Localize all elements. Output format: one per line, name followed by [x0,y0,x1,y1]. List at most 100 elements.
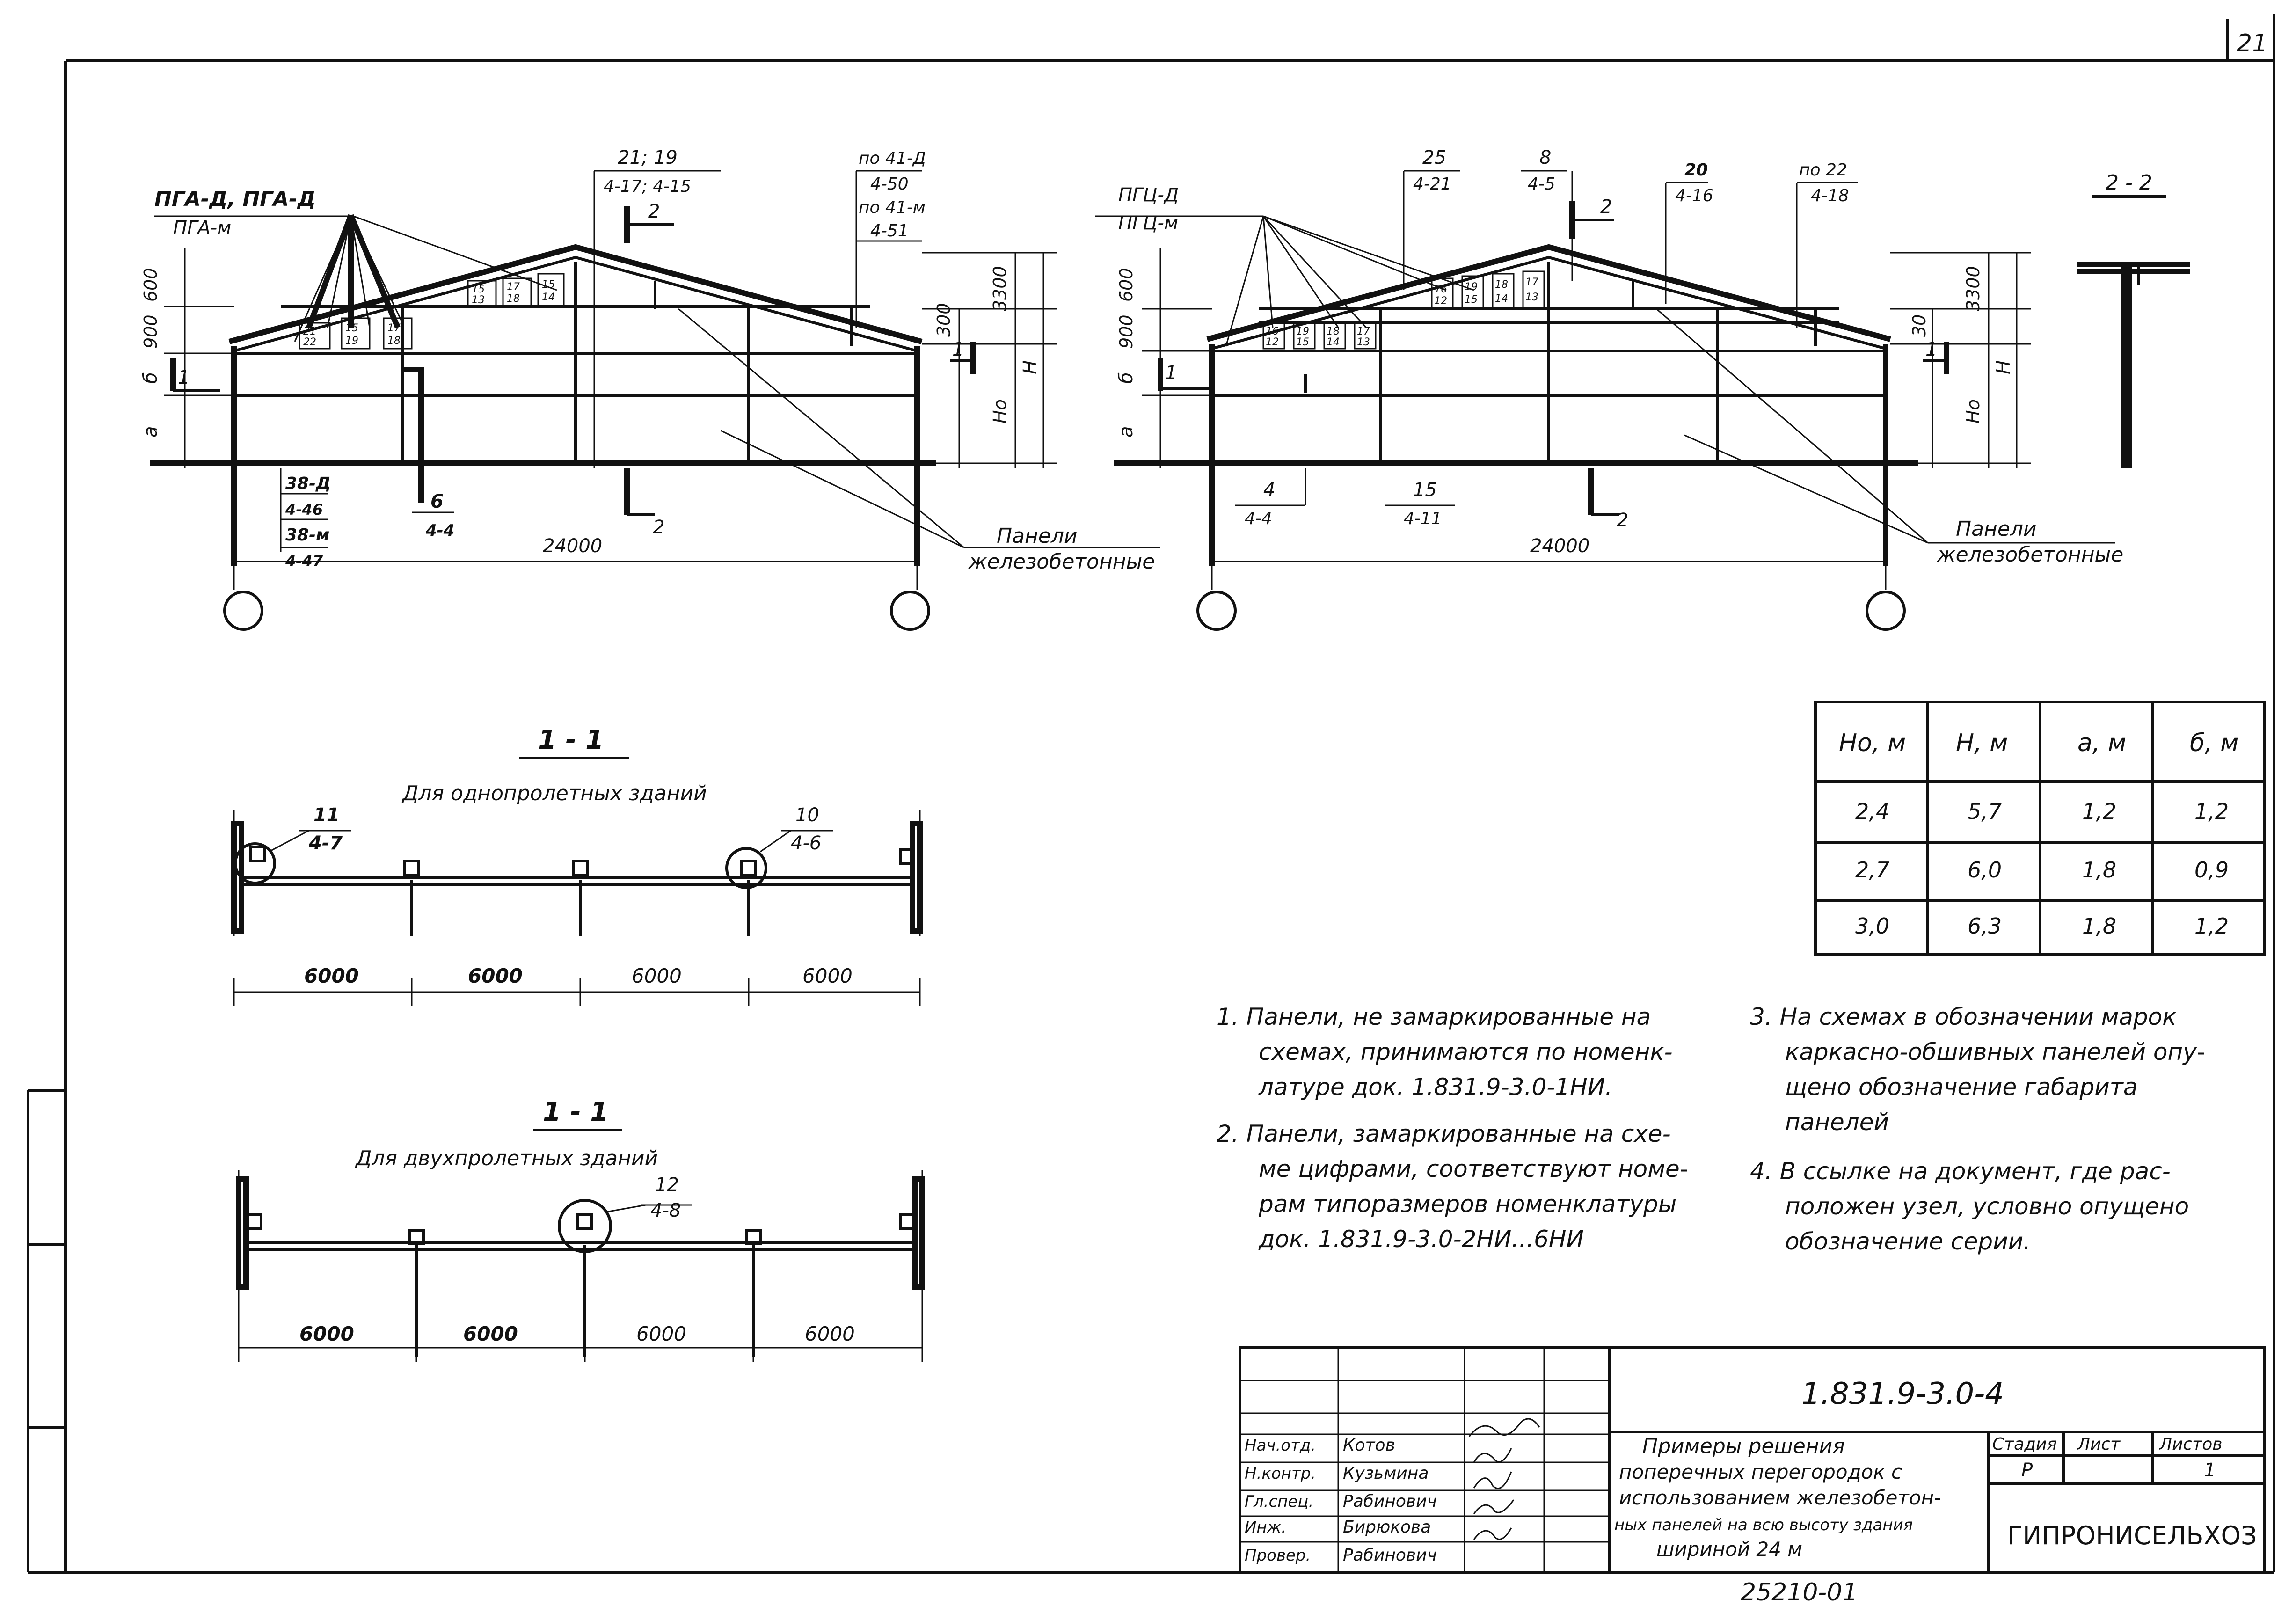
role-1: Н.контр. [1245,1464,1316,1483]
table-cell: 1,8 [2082,857,2116,883]
role-4: Провер. [1245,1546,1311,1565]
section-2-2 [2077,195,2190,468]
elevation-right [1095,170,2115,631]
left-callout-6-a: 6 [430,491,444,512]
name-2: Рабинович [1343,1492,1437,1511]
left-small-panel-3: 19 [345,335,358,347]
name-0: Котов [1343,1436,1395,1455]
left-callout-top-b: 4-17; 4-15 [604,177,691,196]
left-dim-600: 600 [140,268,161,302]
left-small-panel-0: 21 [303,326,316,337]
right-section-mark-top: 2 [1600,196,1612,218]
table-cell: 0,9 [2194,857,2229,883]
plan-double-subtitle: Для двухпролетных зданий [355,1146,658,1170]
left-dim-3300: 3300 [990,266,1010,311]
table-cell: 1,2 [2194,913,2229,939]
left-dim-H: H [1020,360,1041,374]
right-small-panel-6: 17 [1357,326,1370,337]
plan-double-dim-0: 6000 [299,1322,354,1345]
elevation-left [150,170,1160,631]
right-callout-4-a: 4 [1263,479,1275,501]
left-section-mark-top: 2 [648,201,660,222]
table-cell: 2,4 [1855,799,1889,824]
table-header-a: а, м [2077,729,2126,757]
table-cell: 6,0 [1968,857,2002,883]
right-panel-label-1: Панели [1956,517,2037,541]
title-line-3: ных панелей на всю высоту здания [1614,1516,1913,1534]
right-callout-8-a: 8 [1539,147,1551,168]
title-line-0: Примеры решения [1642,1434,1845,1458]
right-dim-H: H [1993,360,2014,374]
right-small-panel-3: 15 [1296,336,1309,348]
left-small-panel-10: 15 [542,279,555,291]
left-callout-right-1: по 41-Д [859,149,926,168]
note-4-line-2: положен узел, условно опущено [1785,1193,2189,1220]
table-cell: 2,7 [1855,857,1889,883]
right-dim-span: 24000 [1530,535,1589,557]
title-line-1: поперечных перегородок с [1619,1460,1902,1483]
right-callout-25-a: 25 [1422,147,1446,168]
right-small-panel-9: 12 [1434,295,1447,307]
left-panel-label-1: Панели [997,524,1078,548]
right-small-panel-4: 18 [1327,326,1340,337]
right-small-panel-7: 13 [1357,336,1370,348]
section-2-2-title: 2 - 2 [2106,171,2152,195]
note-4-line-1: 4. В ссылке на документ, где рас- [1750,1158,2171,1185]
plan-single-title: 1 - 1 [538,725,604,755]
right-panel-label-2: железобетонные [1937,543,2123,567]
note-2-line-4: док. 1.831.9-3.0-2НИ...6НИ [1258,1226,1584,1253]
sheet-number: 21 [2237,29,2267,58]
name-1: Кузьмина [1343,1464,1429,1483]
table-cell: 3,0 [1855,913,1889,939]
left-panel-label-2: железобетонные [968,550,1155,574]
left-callout-6-b: 4-4 [425,521,454,540]
right-small-panel-5: 14 [1327,336,1340,348]
note-1-line-3: латуре док. 1.831.9-3.0-1НИ. [1258,1073,1612,1101]
title-block [1239,1346,2266,1574]
plan-single-subtitle: Для однопролетных зданий [401,781,707,805]
table-header-H: H, м [1956,729,2008,757]
plan-double-callout-12-b: 4-8 [650,1200,681,1221]
right-section-mark-bottom: 2 [1617,510,1628,531]
left-dim-b: б [140,372,161,384]
left-panel-mark-bottom: ПГА-м [173,217,231,239]
left-callout-right-3: по 41-м [859,198,926,217]
right-section-mark-1: 1 [1165,362,1177,384]
notes: 1. Панели, не замаркированные на схемах,… [1217,1003,2205,1255]
left-small-panel-8: 17 [507,281,520,293]
left-callout-right-2: 4-50 [870,175,909,194]
note-3-line-3: щено обозначение габарита [1785,1073,2138,1101]
plan-single-dim-3: 6000 [802,964,853,987]
left-section-mark-bottom: 2 [653,517,664,538]
right-small-panel-0: 16 [1266,326,1279,337]
left-panel-mark-top: ПГА-Д, ПГА-Д [154,187,316,211]
note-2-line-1: 2. Панели, замаркированные на схе- [1217,1120,1671,1147]
table-cell: 5,7 [1968,799,2002,824]
title-line-2: использованием железобетон- [1619,1486,1941,1509]
right-panel-mark-top: ПГЦ-Д [1118,184,1179,206]
left-callout-bottom-3: 38-м [285,526,329,545]
left-section-mark-1: 1 [178,367,190,388]
doc-code: 1.831.9-3.0-4 [1801,1377,2004,1411]
plan-single-dim-1: 6000 [468,964,523,987]
organization-name: ГИПРОНИСЕЛЬХОЗ [2007,1521,2257,1550]
name-3: Бирюкова [1343,1518,1431,1537]
plan-double-dim-2: 6000 [636,1322,686,1345]
note-3-line-2: каркасно-обшивных панелей опу- [1785,1038,2205,1066]
left-callout-top-a: 21; 19 [618,147,678,168]
right-small-panel-15: 13 [1525,292,1538,303]
right-small-panel-2: 19 [1296,326,1309,337]
role-0: Нач.отд. [1245,1436,1316,1455]
left-small-panel-6: 15 [472,284,485,295]
left-small-panel-1: 22 [303,336,316,348]
right-dim-300: 30 [1909,314,1930,337]
right-panel-mark-bottom: ПГЦ-м [1118,212,1178,234]
left-small-panel-4: 17 [387,322,401,334]
plan-double-span [236,1129,925,1362]
right-dim-900: 900 [1116,314,1137,349]
left-dim-300: 300 [933,303,954,337]
right-dim-a: а [1115,426,1137,438]
left-dim-900: 900 [140,314,161,349]
table-cell: 1,8 [2082,913,2116,939]
right-callout-20-b: 4-16 [1675,186,1713,205]
